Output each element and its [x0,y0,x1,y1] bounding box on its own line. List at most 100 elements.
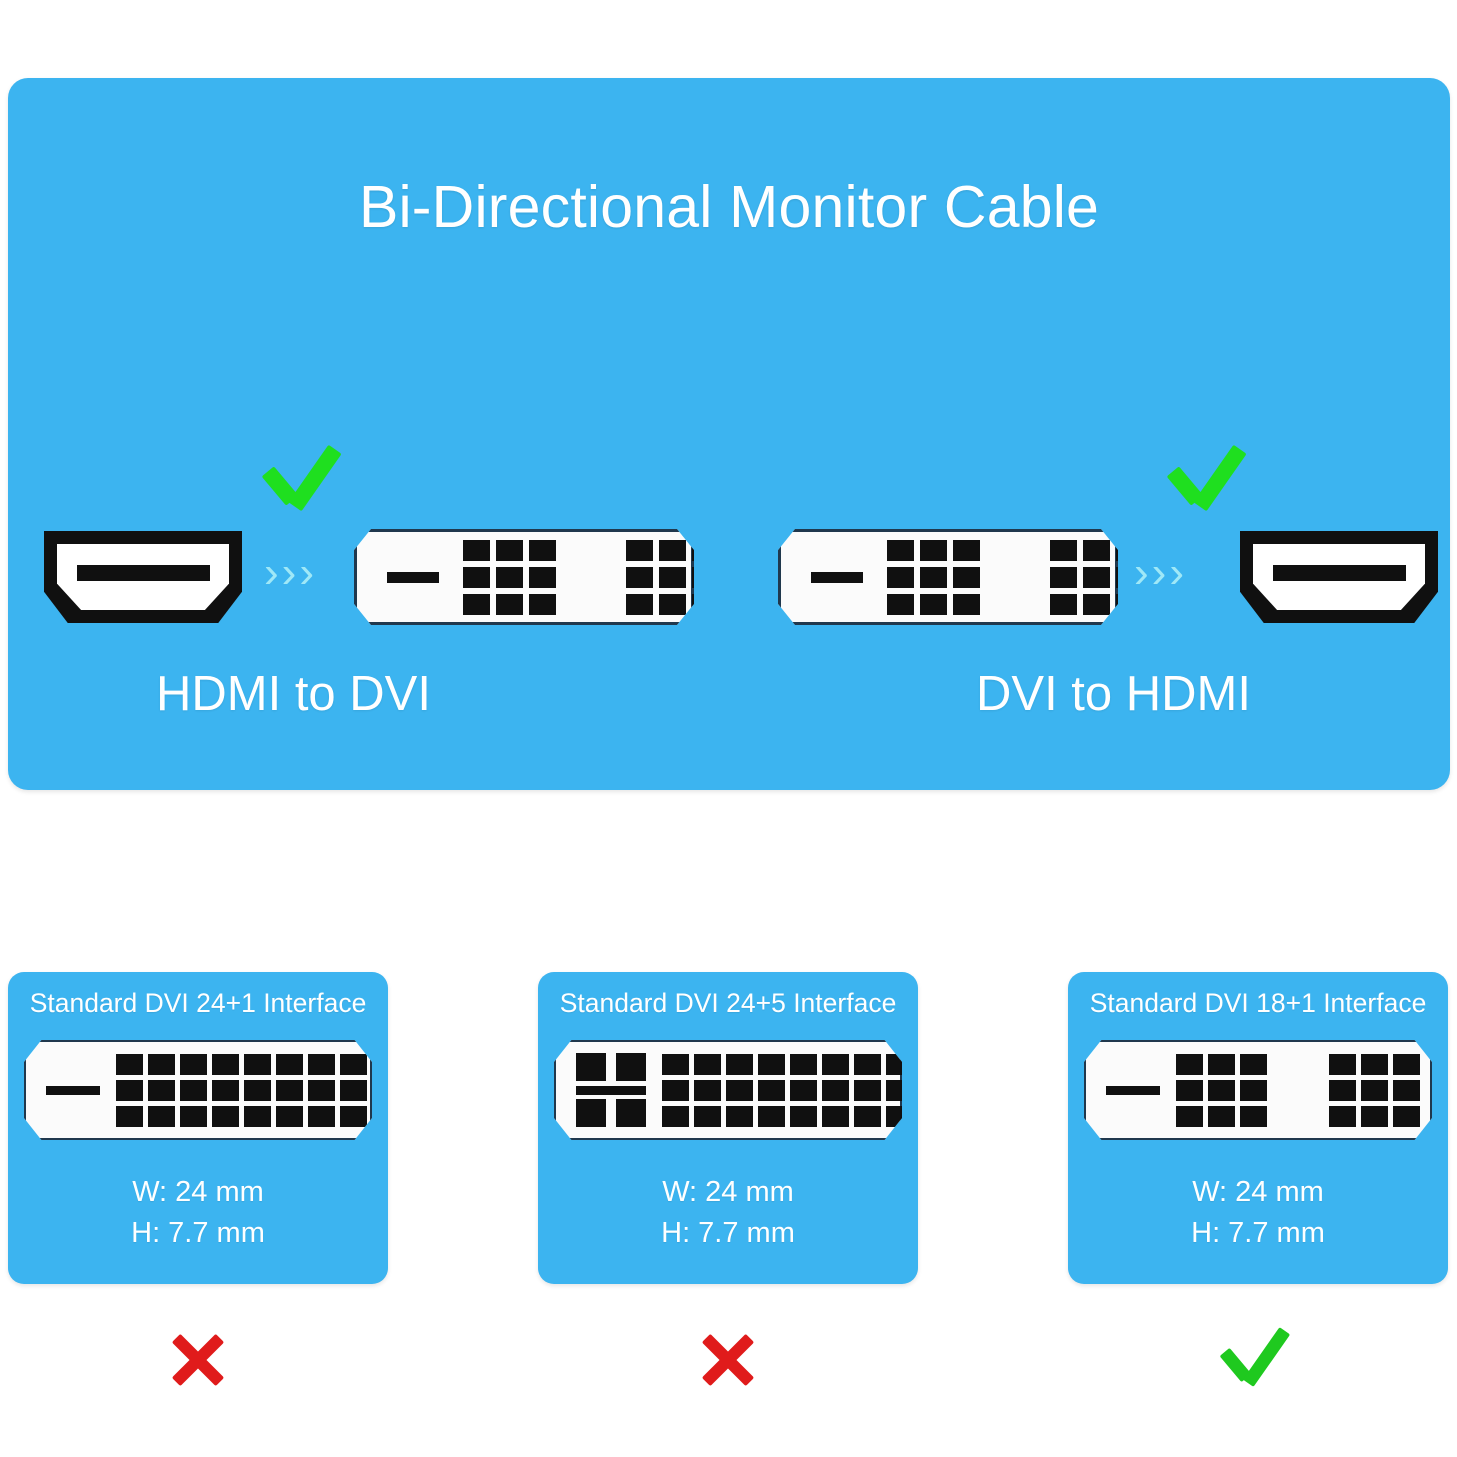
card-connector-wrap [538,1040,918,1140]
card-width-label: W: 24 mm [662,1176,794,1208]
dvi-pin [886,1105,902,1127]
card-height-label: H: 7.7 mm [131,1217,265,1249]
dvi-pin [244,1105,271,1127]
dvi-pin [694,1105,721,1127]
card-height-label: H: 7.7 mm [1191,1217,1325,1249]
dvi-pin [463,566,490,588]
hdmi-contact-bar [1273,565,1406,581]
dvi-pin [529,539,556,561]
dvi-pin-group-right [626,539,694,615]
dvi-pin [308,1079,335,1101]
red-x-icon [169,1331,227,1389]
dvi-pin [886,1079,902,1101]
dvi-pin [920,566,947,588]
green-check-icon [1221,1332,1295,1388]
dvi-flat-blade [387,571,439,583]
dvi-analog-pin [616,1099,646,1127]
dvi-pin [887,593,914,615]
green-check-icon [1168,449,1250,509]
dvi-pin-group-right [1329,1053,1420,1127]
dvi-pin [758,1079,785,1101]
dvi-pin [662,1053,689,1075]
dvi-pin [496,539,523,561]
dvi-pin [1329,1053,1356,1075]
dvi-pin [692,566,694,588]
dvi-pin [308,1053,335,1075]
dvi-pin [463,539,490,561]
hdmi-contact-bar [77,565,210,581]
dvi-pin [1176,1079,1203,1101]
dvi-pin [1083,566,1110,588]
dvi-pin-group [662,1053,902,1127]
chevron-2: › [1151,548,1167,597]
dvi-pin [148,1105,175,1127]
dvi-pin [659,566,686,588]
dvi-pin [659,539,686,561]
dvi-pin [529,566,556,588]
card-title: Standard DVI 24+5 Interface [559,988,897,1018]
verdict-dvi-24-5 [538,1320,918,1400]
dvi-pin [116,1079,143,1101]
flow-hdmi-to-dvi: › › › [30,449,694,651]
green-check-icon [263,449,345,509]
red-x-icon [699,1331,757,1389]
dvi-analog-pin [616,1053,646,1081]
dvi-pin [496,593,523,615]
hdmi-connector-icon [1240,531,1438,623]
chevron-3: › [299,548,314,597]
dvi-pin [1240,1079,1267,1101]
dvi-pin [1361,1079,1388,1101]
dvi-pin [1050,566,1077,588]
dvi-pin [212,1053,239,1075]
dvi-pin [854,1079,881,1101]
dvi-pin [694,1053,721,1075]
card-width-label: W: 24 mm [132,1176,264,1208]
dvi-pin [148,1053,175,1075]
flow-caption-hdmi-to-dvi: HDMI to DVI [156,667,431,721]
chevron-1: › [1134,548,1149,597]
hero-panel: Bi-Directional Monitor Cable › › › [8,78,1450,790]
dvi-pin [1208,1105,1235,1127]
dvi-pin [244,1053,271,1075]
dvi-pin [496,566,523,588]
dvi-pin [694,1079,721,1101]
dvi-pin [726,1053,753,1075]
dvi-pin [180,1079,207,1101]
dvi-connector-icon [778,529,1118,625]
dvi-pin [1329,1105,1356,1127]
dvi-pin [1176,1053,1203,1075]
chevron-1: › [264,548,279,597]
dvi-pin-group-left [887,539,980,615]
verdict-dvi-18-1 [1068,1320,1448,1400]
dvi-pin [1208,1053,1235,1075]
spec-card-dvi-24-5: Standard DVI 24+5 Interface [538,972,918,1284]
dvi-pin [1176,1105,1203,1127]
dvi-pin [887,539,914,561]
page-title: Bi-Directional Monitor Cable [358,174,1100,240]
card-height-label: H: 7.7 mm [661,1217,795,1249]
dvi-pin [180,1053,207,1075]
dvi-pin [116,1105,143,1127]
dvi-pin [529,593,556,615]
dvi-pin [920,539,947,561]
dvi-pin [340,1105,367,1127]
dvi-pin [692,539,694,561]
card-connector-wrap [8,1040,388,1140]
dvi-24-5-connector-icon [554,1040,902,1140]
dvi-connector-icon [354,529,694,625]
card-dimensions: W: 24 mm H: 7.7 mm [538,1172,918,1254]
dvi-pin [463,593,490,615]
dvi-24-1-connector-icon [24,1040,372,1140]
dvi-pin [1240,1105,1267,1127]
dvi-pin [822,1079,849,1101]
dvi-pin [854,1105,881,1127]
chevron-3: › [1169,548,1184,597]
dvi-pin [659,593,686,615]
dvi-pin [212,1079,239,1101]
dvi-analog-cross-block [576,1053,650,1127]
dvi-pin [790,1053,817,1075]
dvi-pin [276,1079,303,1101]
dvi-pin [1116,566,1118,588]
dvi-pin [1240,1053,1267,1075]
dvi-pin [692,593,694,615]
